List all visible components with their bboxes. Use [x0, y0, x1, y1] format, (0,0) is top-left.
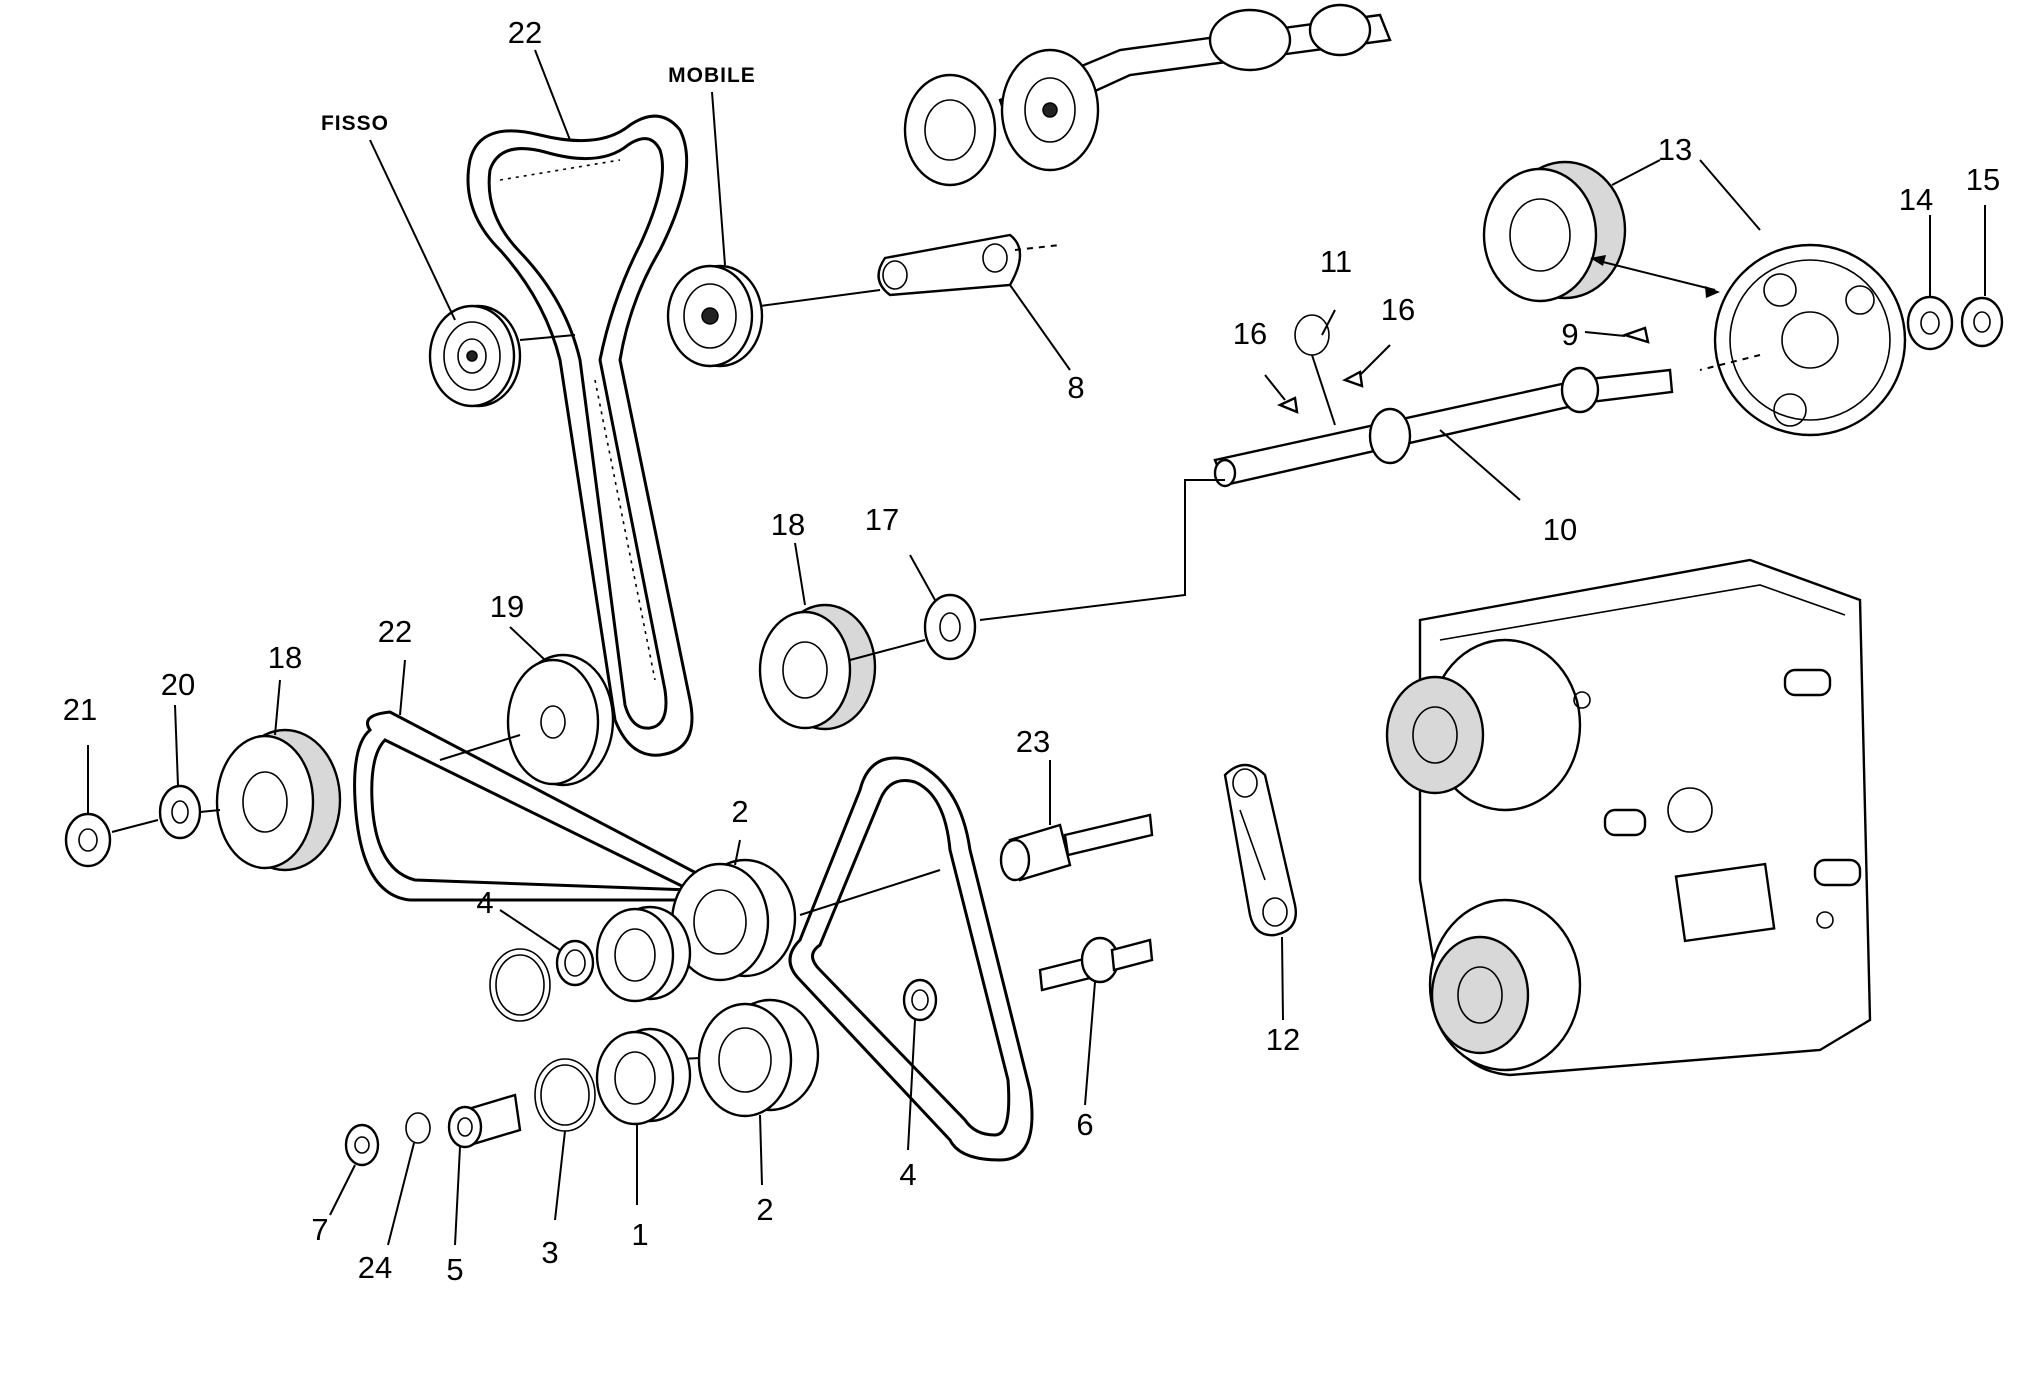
washer-4-left — [499, 909, 595, 987]
label-3: 3 — [541, 1235, 558, 1270]
label-mobile: MOBILE — [668, 64, 756, 87]
lower-timing-belt-right — [788, 756, 1034, 1162]
label-2-lower: 2 — [756, 1192, 773, 1227]
snap-ring-3 — [534, 1058, 596, 1221]
label-22-lower: 22 — [378, 614, 412, 649]
label-2-upper: 2 — [731, 794, 748, 829]
label-24: 24 — [358, 1250, 392, 1285]
engine-front-cover — [1385, 558, 1872, 1077]
washer-14 — [1906, 215, 1954, 351]
label-10: 10 — [1543, 512, 1577, 547]
nut-7 — [329, 1123, 380, 1216]
tensioner-link — [877, 233, 1071, 371]
idler-pulley-2-upper — [670, 839, 941, 982]
camshaft-gear-13 — [1482, 159, 1907, 437]
label-4-left: 4 — [476, 885, 493, 920]
crank-sprocket-18-mid — [758, 542, 926, 731]
label-6: 6 — [1076, 1107, 1093, 1142]
stud-23 — [999, 760, 1154, 882]
washer-4-right — [902, 978, 938, 1151]
label-22-top: 22 — [508, 15, 542, 50]
label-12: 12 — [1266, 1022, 1300, 1057]
lower-timing-belt-left — [353, 659, 712, 902]
label-fisso: FISSO — [321, 112, 389, 135]
mobile-idler-pulley — [666, 264, 881, 368]
snap-ring-left — [489, 948, 551, 1022]
upper-timing-belt — [466, 114, 694, 757]
label-5: 5 — [446, 1252, 463, 1287]
nut-21 — [64, 745, 159, 868]
label-16-left: 16 — [1233, 316, 1267, 351]
label-13: 13 — [1658, 132, 1692, 167]
bearing-upper — [595, 905, 692, 1003]
label-7: 7 — [311, 1212, 328, 1247]
label-11: 11 — [1320, 244, 1352, 279]
label-15: 15 — [1966, 162, 2000, 197]
label-17: 17 — [865, 502, 899, 537]
label-9: 9 — [1561, 317, 1578, 352]
nut-15 — [1960, 205, 2004, 348]
flange-19 — [439, 626, 615, 787]
fixed-idler-pulley — [428, 304, 576, 408]
label-4-right: 4 — [899, 1157, 916, 1192]
label-1: 1 — [631, 1217, 648, 1252]
circlip-11 — [1294, 309, 1336, 426]
stud-6 — [1038, 936, 1154, 1106]
part-labels: 22 MOBILE FISSO 8 13 14 15 11 16 16 9 10… — [63, 15, 2000, 1287]
idler-pulley-2-lower — [659, 998, 820, 1186]
bushing-5 — [447, 1093, 522, 1246]
label-8: 8 — [1067, 370, 1084, 405]
label-19: 19 — [490, 589, 524, 624]
key-9 — [1584, 326, 1650, 344]
washer-20 — [158, 704, 202, 840]
intermediate-shaft-10 — [979, 354, 1761, 621]
washer-24 — [387, 1112, 431, 1246]
label-18-mid: 18 — [771, 507, 805, 542]
key-16-left — [1264, 374, 1299, 414]
label-18-left: 18 — [268, 640, 302, 675]
label-21: 21 — [63, 692, 97, 727]
key-16-right — [1342, 344, 1391, 388]
label-20: 20 — [161, 667, 195, 702]
tensioner-plate-12 — [1223, 763, 1297, 1021]
label-16-right: 16 — [1381, 292, 1415, 327]
camshaft-assembly — [903, 3, 1392, 187]
spacer-17 — [909, 554, 977, 661]
bearing-1 — [595, 1027, 692, 1205]
crank-sprocket-18-left — [199, 679, 342, 872]
label-23: 23 — [1016, 724, 1050, 759]
label-14: 14 — [1899, 182, 1933, 217]
